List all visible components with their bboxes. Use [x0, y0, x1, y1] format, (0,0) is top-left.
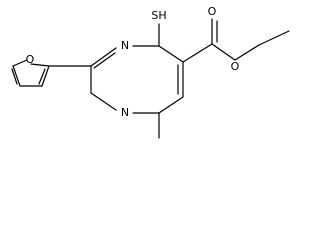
bond-furan-c2-c3-double — [38, 68, 46, 85]
bond-furan-c4-c5-double — [11, 68, 18, 85]
bond-furan-c2-c3 — [41, 65, 50, 87]
bond-furan-c4-c5 — [12, 65, 21, 87]
ester-o-label: O — [231, 60, 240, 73]
molecule-diagram: O N N SH O O — [11, 5, 290, 139]
bond-carbonyl-c-o — [211, 43, 236, 61]
bond-ester-o-ch2 — [234, 44, 260, 61]
thiol-label: SH — [151, 9, 166, 22]
bond-ch2-ch3 — [258, 30, 290, 46]
structure-canvas: O N N SH O O — [11, 5, 290, 139]
bond-c6-c5 — [158, 45, 184, 63]
furan-o-label: O — [26, 53, 35, 66]
bond-furan-o-c2 — [30, 63, 50, 67]
bond-furan-c5-o — [12, 59, 28, 67]
ring-n-lower-label: N — [121, 106, 129, 119]
bond-c2-n1 — [90, 47, 117, 67]
bond-n2-c2 — [90, 92, 117, 111]
bond-c4-c3 — [158, 96, 184, 114]
bond-c5-carbonyl — [182, 43, 213, 63]
carbonyl-o-label: O — [208, 5, 217, 18]
ring-n-upper-label: N — [121, 39, 129, 52]
bond-c2-n1-double — [93, 52, 116, 69]
